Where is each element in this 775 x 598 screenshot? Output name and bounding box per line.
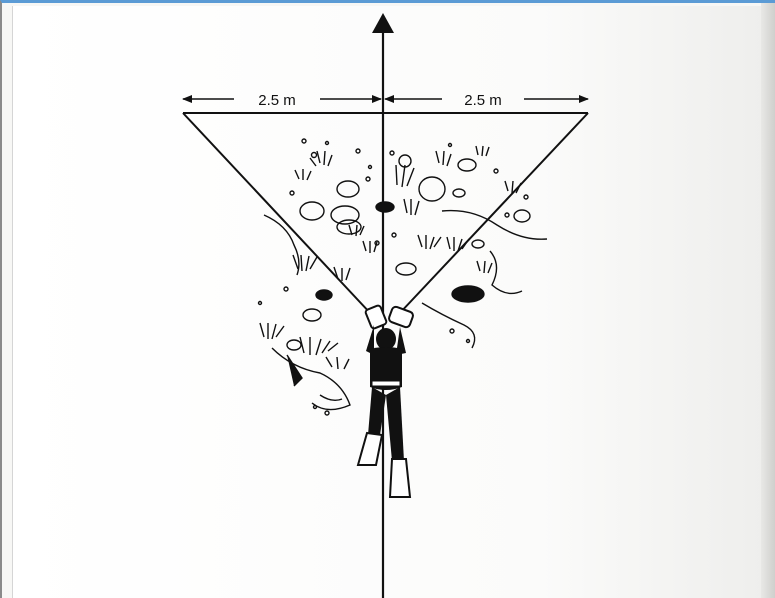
seabed-outline [320, 395, 342, 400]
seabed-outline [287, 355, 302, 386]
coral-tuft [477, 261, 492, 273]
strobe-icon [388, 306, 414, 329]
coral-tuft [436, 151, 451, 166]
coral-tuft [447, 237, 469, 251]
seabed-outline [490, 251, 522, 293]
pebble [314, 406, 317, 409]
rock [376, 202, 394, 212]
rock [452, 286, 484, 302]
pebble [494, 169, 498, 173]
pebble [284, 287, 288, 291]
seabed-outline [442, 211, 547, 240]
rock [514, 210, 530, 222]
coral-tuft [326, 357, 349, 369]
coral-tuft [396, 165, 414, 187]
rock [303, 309, 321, 321]
fin-icon [390, 459, 410, 497]
coral-tuft [300, 337, 338, 355]
reef-illustration [259, 139, 548, 415]
pebble [325, 411, 329, 415]
coral-tuft [505, 181, 521, 193]
rock [337, 181, 359, 197]
pebble [390, 151, 394, 155]
coral-tuft [476, 146, 489, 156]
left-width-label: 2.5 m [258, 92, 296, 109]
pebble [312, 153, 317, 158]
rock [300, 202, 324, 220]
pebble [467, 340, 470, 343]
coral-tuft [293, 255, 317, 271]
coral-tuft [295, 169, 311, 180]
rock [458, 159, 476, 171]
pebble [259, 302, 262, 305]
coral-tuft [260, 323, 284, 339]
coral-tuft [334, 267, 350, 281]
pebble [369, 166, 372, 169]
pebble [392, 233, 396, 237]
diver-figure [358, 305, 414, 497]
pebble [366, 177, 370, 181]
pebble [356, 149, 360, 153]
rock [396, 263, 416, 275]
pebble [524, 195, 528, 199]
pebble [449, 144, 452, 147]
transect-survey-diagram: 2.5 m 2.5 m [2, 3, 775, 598]
pebble [505, 213, 509, 217]
fin-icon [358, 433, 382, 465]
rock [453, 189, 465, 197]
seabed-outline [264, 215, 299, 275]
coral-tuft [418, 235, 441, 249]
pebble [302, 139, 306, 143]
rock [419, 177, 445, 201]
rock [316, 290, 332, 300]
coral-tuft [404, 199, 419, 215]
pebble [326, 142, 329, 145]
field-of-view-triangle [183, 113, 588, 315]
coral-tuft [349, 225, 364, 236]
rock [472, 240, 484, 248]
pebble [450, 329, 454, 333]
transect-arrow-icon [372, 13, 394, 33]
right-width-label: 2.5 m [464, 92, 502, 109]
pebble [290, 191, 294, 195]
rock [287, 340, 301, 350]
